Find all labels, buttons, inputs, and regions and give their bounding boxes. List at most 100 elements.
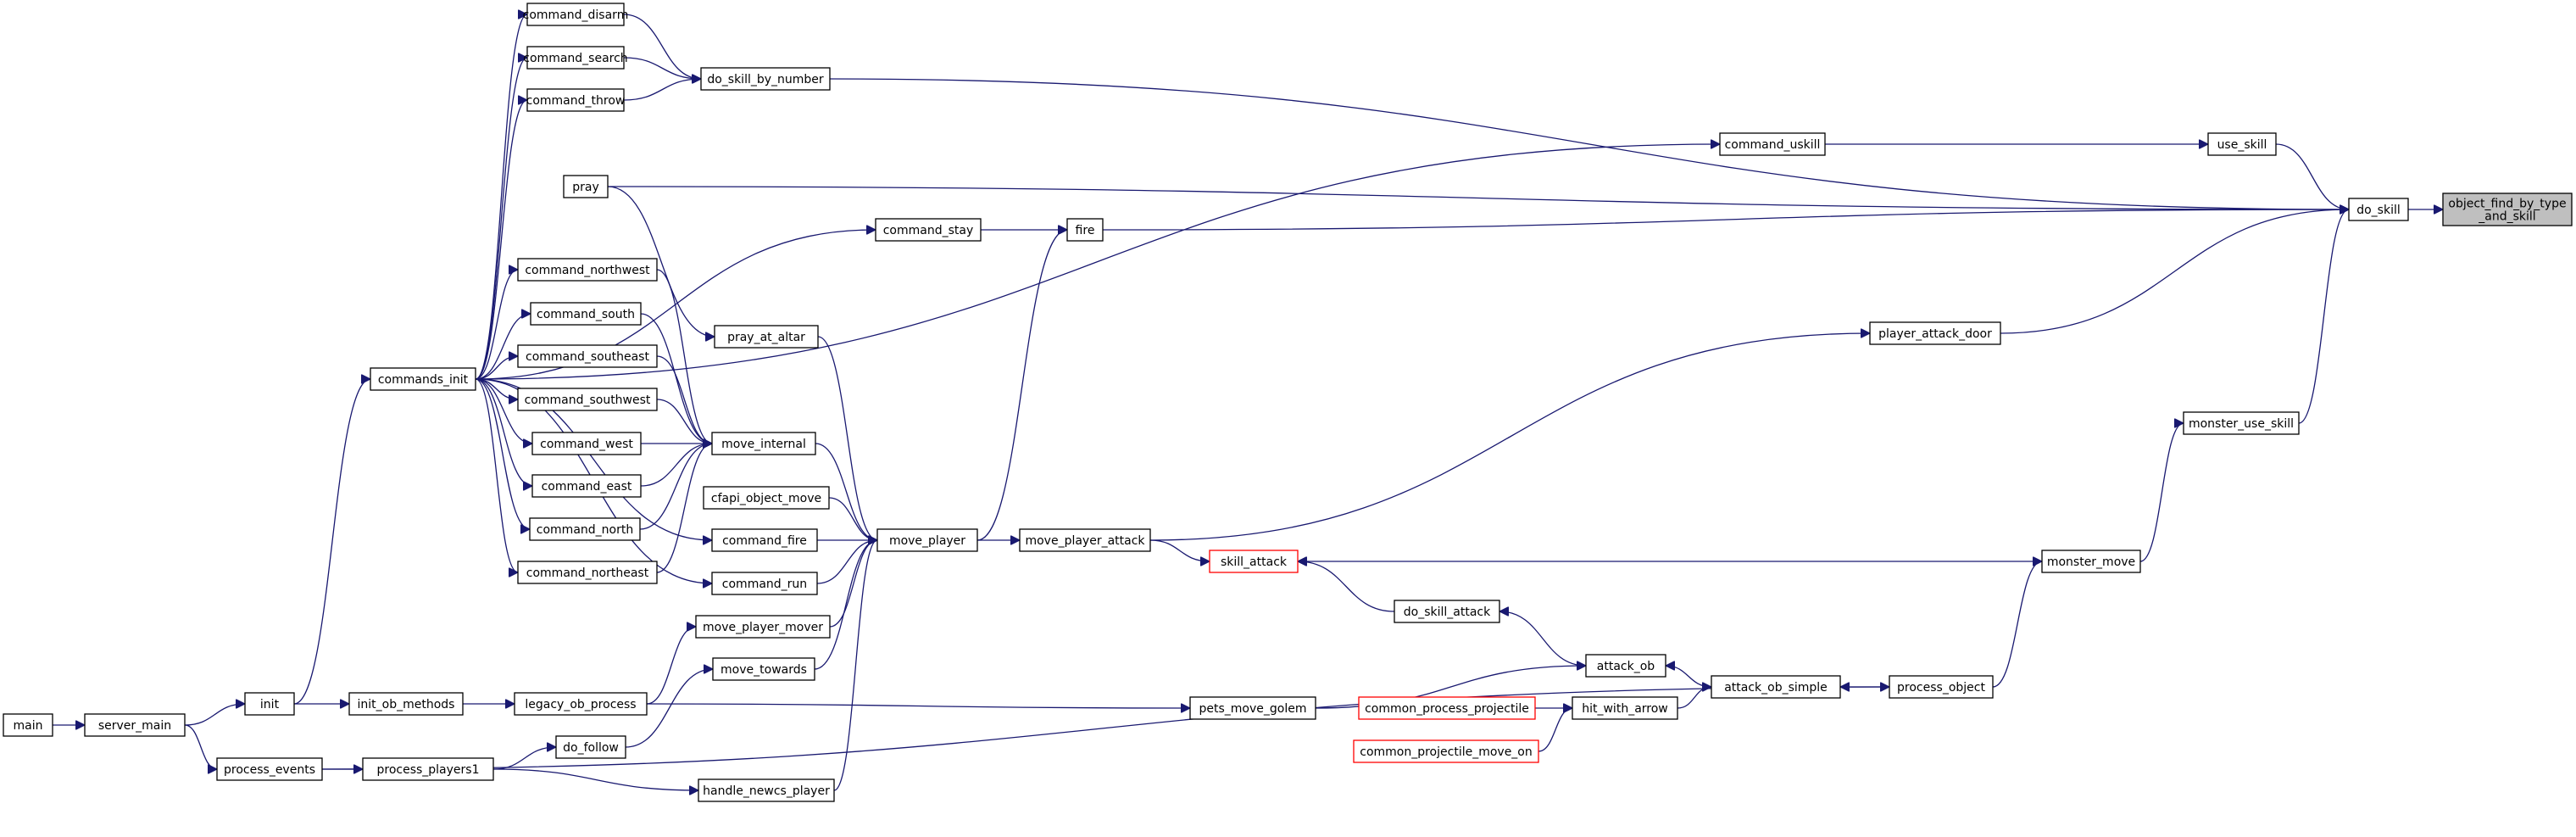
node-attack_ob_simple[interactable]: attack_ob_simple (1711, 675, 1841, 699)
node-box-command_run (711, 572, 818, 595)
node-label-common_process_projectile: common_process_projectile (1365, 702, 1529, 716)
node-box-command_east (531, 474, 642, 498)
call-edge-move_towards-to-move_player (814, 540, 878, 670)
call-edge-command_disarm-to-do_skill_by_number (623, 14, 701, 79)
node-command_northwest[interactable]: command_northwest (517, 258, 658, 282)
node-label-skill_attack: skill_attack (1221, 555, 1288, 569)
node-move_player[interactable]: move_player (876, 528, 978, 552)
node-box-use_skill (2207, 132, 2277, 156)
node-box-init (244, 692, 295, 716)
call-edge-legacy_ob_process-to-move_player_mover (646, 627, 697, 705)
node-cfapi_object_move[interactable]: cfapi_object_move (703, 486, 830, 510)
node-label-object_find_by_type_and_skill-0: object_find_by_type (2448, 198, 2566, 211)
node-common_projectile_move_on[interactable]: common_projectile_move_on (1353, 739, 1539, 763)
node-command_fire[interactable]: command_fire (711, 528, 818, 552)
node-fire[interactable]: fire (1066, 218, 1104, 242)
node-command_disarm[interactable]: command_disarm (523, 3, 629, 26)
node-use_skill[interactable]: use_skill (2207, 132, 2277, 156)
node-server_main[interactable]: server_main (84, 713, 186, 737)
call-edge-init-to-commands_init (293, 379, 371, 705)
node-command_search[interactable]: command_search (523, 46, 628, 70)
node-hit_with_arrow[interactable]: hit_with_arrow (1572, 696, 1678, 720)
node-label-attack_ob_simple: attack_ob_simple (1724, 681, 1828, 695)
call-edge-process_players1-to-handle_newcs_player (492, 768, 698, 790)
node-do_follow[interactable]: do_follow (555, 735, 626, 759)
node-box-command_southeast (517, 344, 658, 368)
call-edge-commands_init-to-command_throw (475, 100, 528, 380)
node-init[interactable]: init (244, 692, 295, 716)
call-edge-command_run-to-move_player (816, 540, 877, 584)
call-edge-cfapi_object_move-to-move_player (828, 497, 878, 540)
node-command_southwest[interactable]: command_southwest (517, 388, 658, 411)
node-box-command_northeast (517, 561, 658, 584)
node-label-do_skill: do_skill (2356, 204, 2401, 217)
node-label-legacy_ob_process: legacy_ob_process (525, 698, 636, 711)
node-label-player_attack_door: player_attack_door (1878, 327, 1992, 341)
node-attack_ob[interactable]: attack_ob (1585, 654, 1666, 678)
call-edge-command_northeast-to-move_internal (656, 444, 713, 573)
node-command_west[interactable]: command_west (531, 432, 642, 455)
node-box-move_player_mover (695, 615, 831, 639)
node-monster_move[interactable]: monster_move (2041, 550, 2141, 573)
node-commands_init[interactable]: commands_init (370, 367, 476, 391)
node-init_ob_methods[interactable]: init_ob_methods (348, 692, 464, 716)
node-handle_newcs_player[interactable]: handle_newcs_player (698, 778, 835, 802)
node-pets_move_golem[interactable]: pets_move_golem (1189, 696, 1316, 720)
node-move_towards[interactable]: move_towards (712, 657, 815, 681)
call-edge-commands_init-to-command_uskill (475, 144, 1720, 380)
node-label-command_southeast: command_southeast (526, 350, 649, 364)
node-common_process_projectile[interactable]: common_process_projectile (1358, 696, 1536, 720)
node-do_skill_attack[interactable]: do_skill_attack (1394, 600, 1500, 623)
node-box-command_stay (875, 218, 982, 242)
node-command_stay[interactable]: command_stay (875, 218, 982, 242)
call-edge-do_skill_by_number-to-do_skill (829, 78, 2349, 209)
node-label-command_east: command_east (542, 480, 632, 494)
node-command_north[interactable]: command_north (529, 517, 641, 541)
node-box-attack_ob_simple (1711, 675, 1841, 699)
node-box-init_ob_methods (348, 692, 464, 716)
node-process_object[interactable]: process_object (1889, 675, 1994, 699)
node-move_player_mover[interactable]: move_player_mover (695, 615, 831, 639)
node-label-command_uskill: command_uskill (1725, 138, 1821, 152)
call-edge-monster_move-to-monster_use_skill (2139, 423, 2184, 562)
node-player_attack_door[interactable]: player_attack_door (1869, 321, 2001, 345)
node-move_internal[interactable]: move_internal (711, 432, 816, 455)
call-edge-commands_init-to-command_search (475, 58, 528, 380)
node-command_throw[interactable]: command_throw (526, 88, 626, 112)
node-object_find_by_type_and_skill[interactable]: object_find_by_type_and_skill (2442, 193, 2573, 226)
node-box-command_north (529, 517, 641, 541)
call-edge-command_northwest-to-move_internal (656, 269, 713, 444)
call-edge-process_object-to-monster_move (1992, 561, 2043, 688)
call-edge-command_east-to-move_internal (640, 444, 712, 487)
node-label-command_stay: command_stay (883, 224, 974, 237)
call-edge-command_southeast-to-move_internal (656, 355, 713, 444)
node-box-pray_at_altar (714, 325, 819, 349)
call-edge-pray-to-pray_at_altar (607, 186, 715, 337)
node-move_player_attack[interactable]: move_player_attack (1019, 528, 1151, 552)
call-edge-command_south-to-move_internal (640, 313, 713, 444)
call-edge-common_projectile_move_on-to-hit_with_arrow (1538, 708, 1573, 752)
node-label-command_north: command_north (537, 523, 633, 537)
node-command_uskill[interactable]: command_uskill (1719, 132, 1826, 156)
node-command_run[interactable]: command_run (711, 572, 818, 595)
node-label-fire: fire (1076, 224, 1095, 237)
node-label-init: init (260, 698, 280, 711)
node-box-pray (563, 175, 609, 198)
node-do_skill[interactable]: do_skill (2348, 198, 2409, 221)
node-command_southeast[interactable]: command_southeast (517, 344, 658, 368)
node-label-main: main (14, 719, 43, 733)
node-skill_attack[interactable]: skill_attack (1209, 550, 1299, 573)
node-label-server_main: server_main (98, 719, 171, 733)
node-process_events[interactable]: process_events (216, 757, 323, 781)
node-command_south[interactable]: command_south (530, 302, 642, 326)
node-command_east[interactable]: command_east (531, 474, 642, 498)
node-box-cfapi_object_move (703, 486, 830, 510)
node-pray[interactable]: pray (563, 175, 609, 198)
node-main[interactable]: main (3, 713, 53, 737)
node-pray_at_altar[interactable]: pray_at_altar (714, 325, 819, 349)
node-process_players1[interactable]: process_players1 (362, 757, 494, 781)
node-legacy_ob_process[interactable]: legacy_ob_process (514, 692, 648, 716)
node-command_northeast[interactable]: command_northeast (517, 561, 658, 584)
node-monster_use_skill[interactable]: monster_use_skill (2183, 411, 2300, 435)
node-do_skill_by_number[interactable]: do_skill_by_number (700, 67, 831, 91)
